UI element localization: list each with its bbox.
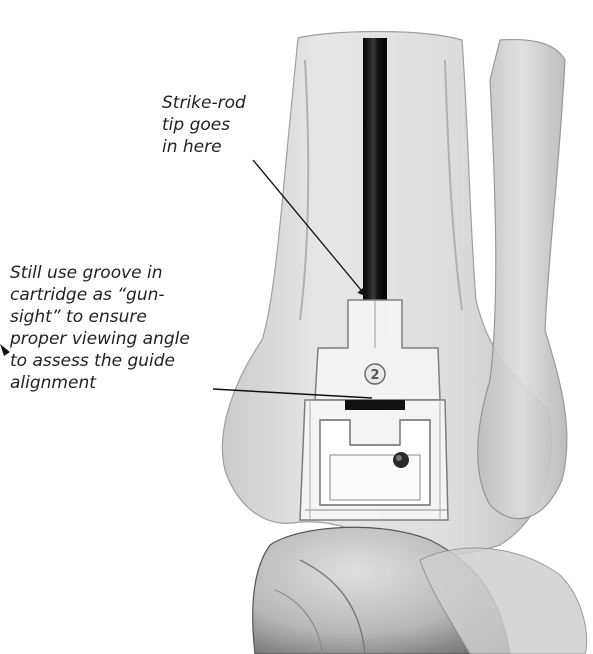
groove-callout: Still use groove in cartridge as “gun- s… <box>10 262 270 394</box>
cartridge-groove <box>345 400 405 410</box>
strike-rod-callout: Strike-rod tip goes in here <box>162 92 302 158</box>
cartridge-logo-text: 2 <box>370 368 379 383</box>
cartridge-pin-highlight <box>396 455 402 461</box>
fibula-bone <box>478 40 567 519</box>
groove-leader-arrowhead <box>0 344 10 356</box>
strike-rod <box>363 38 387 300</box>
